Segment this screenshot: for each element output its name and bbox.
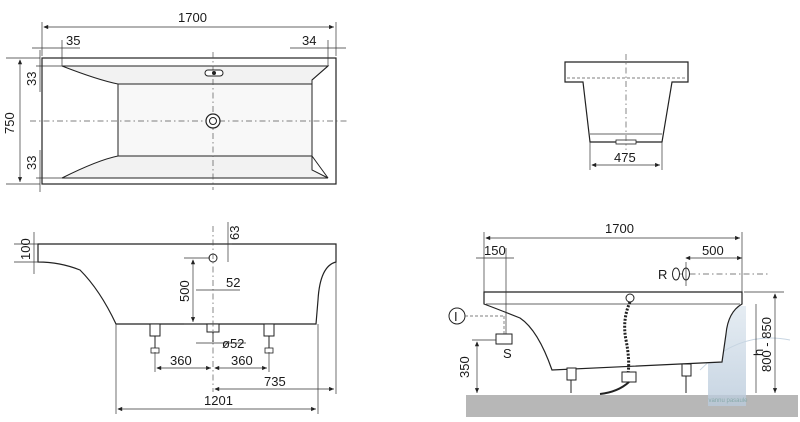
dim-overflow-height: 500 [177,280,192,302]
marker-r: R [658,267,667,282]
install-view: vannu pasaule 1700 150 500 [448,221,798,417]
dim-leg-span: 1201 [204,393,233,408]
dim-length-top: 1700 [178,10,207,25]
dim-drain-diameter: ø52 [222,336,244,351]
dim-length-install: 1700 [605,221,634,236]
watermark-text: vannu pasaule [708,398,748,404]
dim-offset-left: 150 [484,243,506,258]
dim-end-left: 35 [66,33,80,48]
dim-leg-left: 360 [170,353,192,368]
end-view-body [564,61,689,143]
install-leg-right [681,363,692,393]
leg-right [263,323,275,354]
dim-side-bottom: 33 [24,156,39,170]
dim-overflow-offset: 63 [227,226,242,240]
install-view-body [483,291,743,371]
dim-end-width: 475 [614,150,636,165]
dim-rim-height: 100 [18,238,33,260]
dim-to-end: 735 [264,374,286,389]
siphon-box [495,333,513,345]
marker-s: S [503,346,512,361]
dim-height-label: h [751,349,766,356]
dim-floor-height: 350 [457,356,472,378]
overflow-icon [204,69,224,77]
install-leg-left [566,367,577,393]
leg-left [149,323,161,354]
dim-overflow-diameter: 52 [226,275,240,290]
top-view: 1700 35 34 750 33 33 [2,10,348,192]
end-view: 475 [564,54,689,170]
r-valve-icon [672,262,690,286]
dim-side-top: 33 [24,72,39,86]
marker-i: I [454,309,458,324]
marker-i-icon: I [448,307,466,325]
floor [466,395,798,417]
side-view: 100 63 500 52 ø52 360 360 735 1201 [14,222,337,414]
side-view-body [37,243,337,325]
dim-height-range: 800 - 850 [759,317,774,372]
dim-offset-right: 500 [702,243,724,258]
dim-end-right: 34 [302,33,316,48]
drain-icon [205,113,221,129]
dim-width-top: 750 [2,112,17,134]
dim-leg-right: 360 [231,353,253,368]
drain-hose [599,293,637,395]
